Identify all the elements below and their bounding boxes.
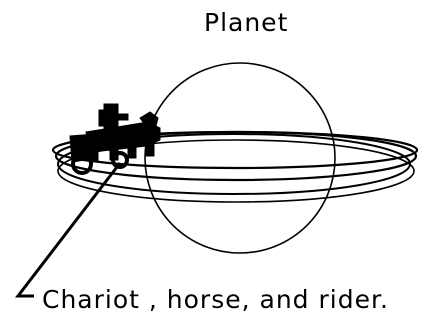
- planet-label: Planet: [204, 10, 288, 35]
- chariot-label: Chariot , horse, and rider.: [42, 287, 389, 312]
- planet-circle: [145, 63, 335, 253]
- chariot-horse-rider-icon: [70, 104, 160, 173]
- leader-line: [18, 163, 120, 296]
